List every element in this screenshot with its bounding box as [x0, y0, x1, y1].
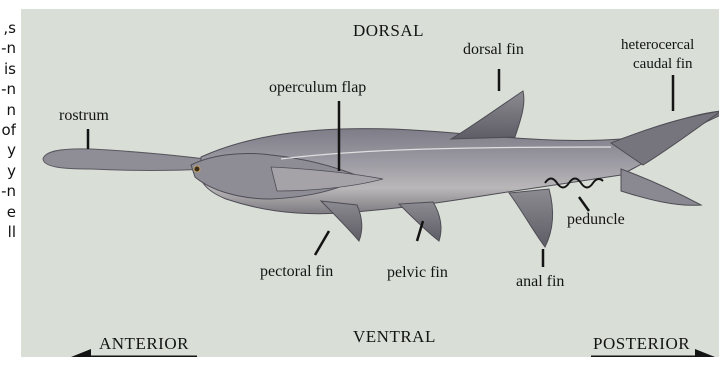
- posterior-label: POSTERIOR: [593, 335, 690, 352]
- heterocercal-label: heterocercal: [621, 38, 694, 53]
- anal-fin-label: anal fin: [516, 274, 564, 290]
- pelvic-fin-label: pelvic fin: [387, 265, 448, 281]
- rostrum-label: rostrum: [59, 108, 109, 124]
- side-text-line: of: [0, 120, 16, 140]
- dorsal-fin-label: dorsal fin: [463, 42, 524, 58]
- side-text-line: n-: [0, 79, 16, 99]
- caudal-fin-label: caudal fin: [633, 57, 693, 72]
- cropped-side-text: s, n- is n- n of y y n- e ll: [0, 18, 16, 242]
- side-text-line: n-: [0, 38, 16, 58]
- side-text-line: ll: [0, 222, 16, 242]
- side-text-line: s,: [0, 18, 16, 38]
- pectoral-fin-label: pectoral fin: [260, 264, 333, 280]
- side-text-line: n-: [0, 181, 16, 201]
- peduncle-label: peduncle: [567, 212, 625, 228]
- side-text-line: y: [0, 140, 16, 160]
- side-text-line: n: [0, 100, 16, 120]
- caudal-fin-lower: [621, 169, 701, 205]
- side-text-line: is: [0, 59, 16, 79]
- operculum-flap-label: operculum flap: [269, 80, 366, 96]
- dorsal-fin-shape: [451, 91, 524, 139]
- ventral-label: VENTRAL: [353, 328, 436, 345]
- side-text-line: y: [0, 161, 16, 181]
- side-text-line: e: [0, 202, 16, 222]
- anterior-label: ANTERIOR: [99, 335, 189, 352]
- pectoral-fin-leader: [315, 231, 329, 255]
- rostrum-shape: [43, 149, 209, 171]
- dorsal-label: DORSAL: [353, 22, 424, 39]
- anal-fin-shape: [509, 189, 552, 247]
- peduncle-leader: [579, 197, 589, 211]
- eye-shape: [194, 166, 200, 172]
- anterior-arrowhead: [71, 349, 91, 357]
- fish-illustration: [21, 9, 719, 357]
- posterior-arrowhead: [695, 349, 715, 357]
- paddlefish-diagram: DORSAL VENTRAL ANTERIOR POSTERIOR dorsal…: [21, 9, 719, 357]
